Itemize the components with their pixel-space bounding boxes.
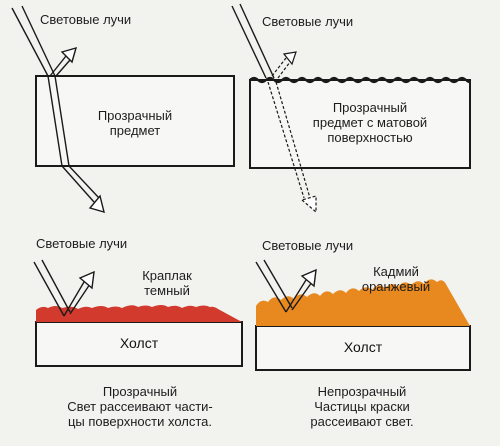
reflected-arrowhead-bl [78, 270, 95, 290]
reflected-ray-br [285, 279, 313, 313]
incoming-ray-br [255, 259, 293, 313]
reflected-ray-arrow [49, 46, 78, 77]
rays-label-top-left: Световые лучи [40, 12, 132, 27]
reflected-arrowhead-br [300, 268, 317, 288]
paint-label-cadmium: Кадмий оранжевый [361, 264, 431, 294]
incoming-ray-matte [231, 3, 275, 79]
paint-label-madder: Краплак темный [142, 268, 192, 298]
canvas-label-right: Холст [343, 339, 383, 355]
caption-left: Прозрачный Свет рассеивают части- цы пов… [67, 384, 213, 429]
incoming-ray [11, 5, 56, 77]
transparent-object-box [35, 75, 235, 167]
matte-surface [249, 76, 472, 84]
paint-layer-cadmium [256, 279, 470, 326]
incoming-ray-bl [33, 259, 71, 317]
refracted-ray [47, 75, 70, 167]
matte-object-box [249, 79, 471, 169]
rays-label-top-right: Световые лучи [262, 14, 354, 29]
scattered-ray-arrow [271, 57, 291, 79]
scattered-ray-arrowhead [282, 51, 297, 66]
object-label-top-left: Прозрачный предмет [97, 108, 173, 138]
object-label-top-right: Прозрачный предмет с матовой поверхность… [312, 100, 428, 145]
canvas-right [255, 325, 471, 371]
caption-right: Непрозрачный Частицы краски рассеивают с… [310, 384, 414, 429]
diffused-transmitted-ray [267, 81, 311, 199]
canvas-label-left: Холст [119, 335, 159, 351]
rays-label-bottom-right: Световые лучи [262, 238, 354, 253]
diffused-ray-arrowhead [300, 195, 317, 214]
paint-layer-madder [36, 305, 242, 322]
rays-label-bottom-left: Световые лучи [36, 236, 128, 251]
reflected-ray-bl [63, 281, 91, 317]
exiting-ray-arrow [61, 165, 105, 214]
